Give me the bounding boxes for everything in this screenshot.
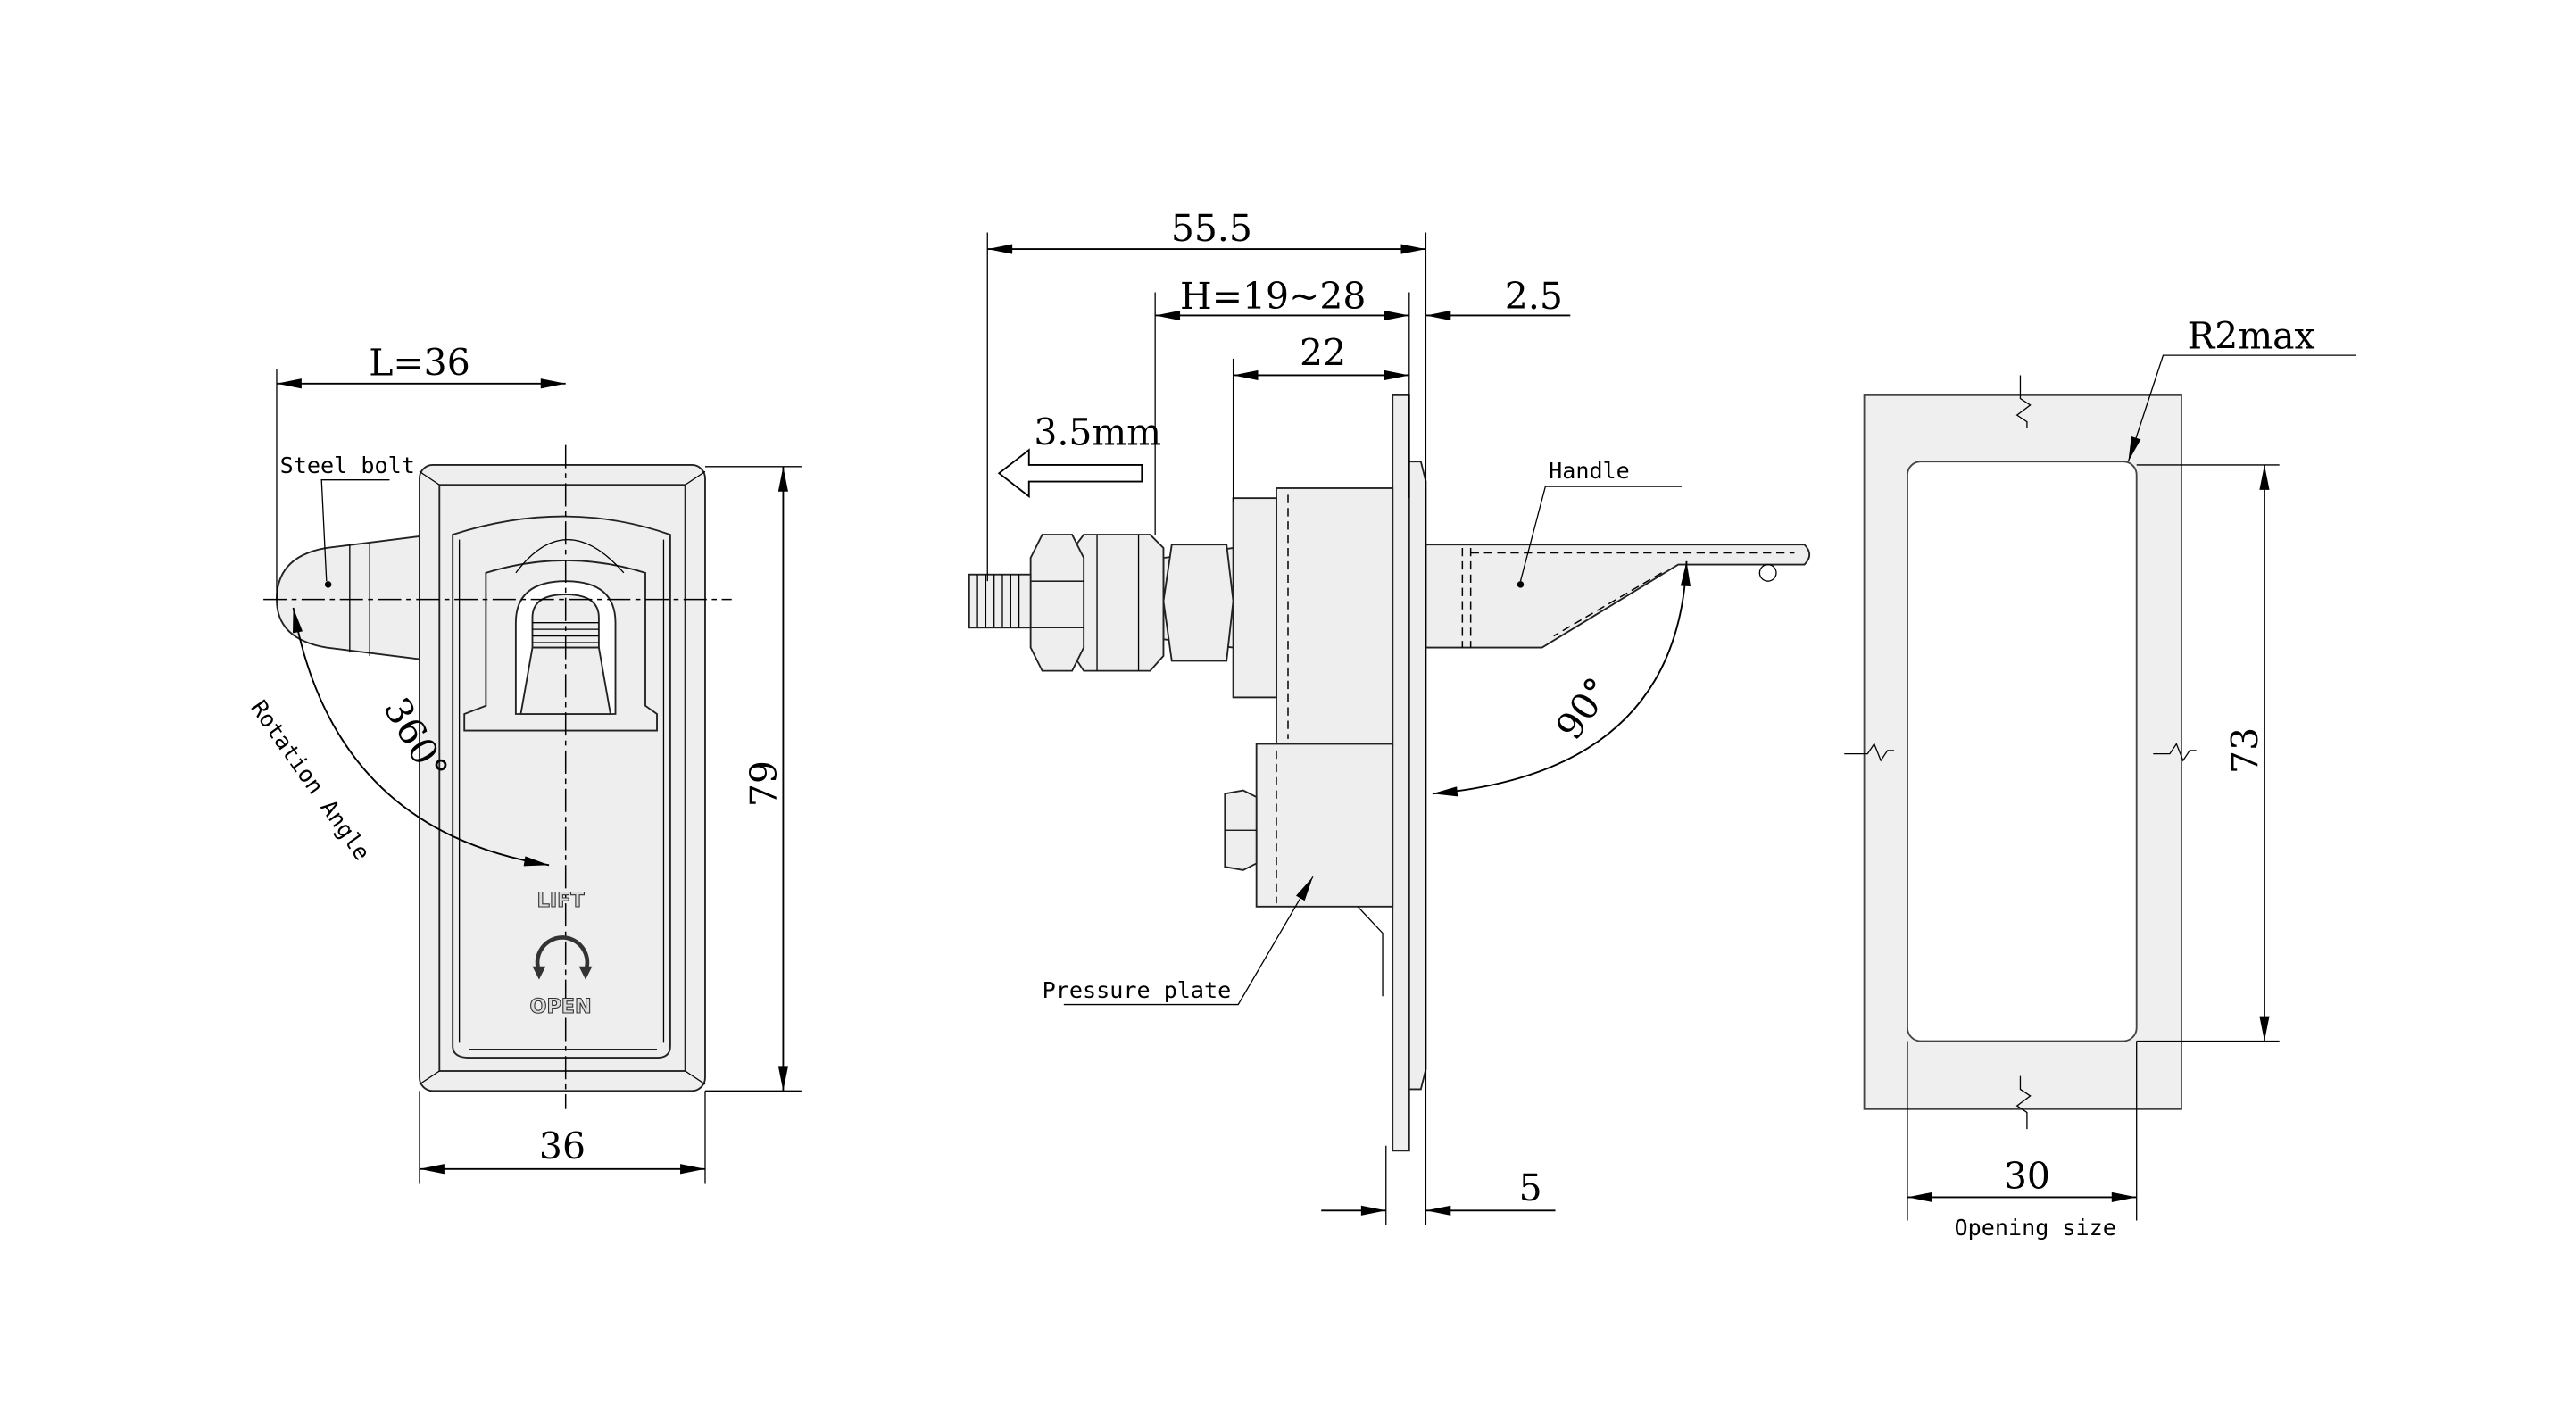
label-steel-bolt: Steel bolt [280, 452, 415, 478]
rotate-arrows-icon [532, 935, 593, 980]
label-pressure-plate: Pressure plate [1043, 977, 1232, 1003]
label-handle: Handle [1549, 458, 1630, 484]
rotation-label: Rotation Angle [245, 695, 375, 865]
cutout-view: R2max 73 30 Opening size [1844, 315, 2356, 1241]
threaded-stud [968, 573, 1032, 629]
steel-bolt [276, 535, 420, 660]
lift-stamp: LIFT [537, 889, 586, 912]
travel-arrow-icon [997, 448, 1143, 499]
dim-travel: 3.5mm [1034, 411, 1161, 454]
side-view: 55.5 H=19~28 2.5 22 3.5mm Handle 90° Pre… [968, 207, 1811, 1226]
dim-total: 55.5 [1171, 207, 1252, 250]
opening [1907, 461, 2138, 1042]
dim-body: 22 [1300, 331, 1346, 374]
front-view: LIFT OPEN L=36 Steel bolt 360° Rotation … [245, 341, 802, 1184]
dim-length: L=36 [369, 341, 470, 384]
cutout-width: 30 [2004, 1155, 2050, 1198]
open-stamp: OPEN [529, 995, 591, 1018]
lock-body [1276, 487, 1394, 747]
cutout-height: 73 [2224, 727, 2267, 774]
handle [1425, 544, 1811, 649]
pressure-plate [1255, 743, 1394, 908]
radius-label: R2max [2187, 315, 2314, 358]
label-opening-size: Opening size [1955, 1215, 2116, 1241]
dim-flange: 2.5 [1505, 275, 1563, 318]
dim-width: 36 [539, 1125, 586, 1168]
handle-angle: 90° [1548, 669, 1620, 747]
dim-plate: 5 [1519, 1166, 1542, 1209]
dim-h: H=19~28 [1180, 275, 1366, 318]
dim-height: 79 [743, 760, 785, 807]
